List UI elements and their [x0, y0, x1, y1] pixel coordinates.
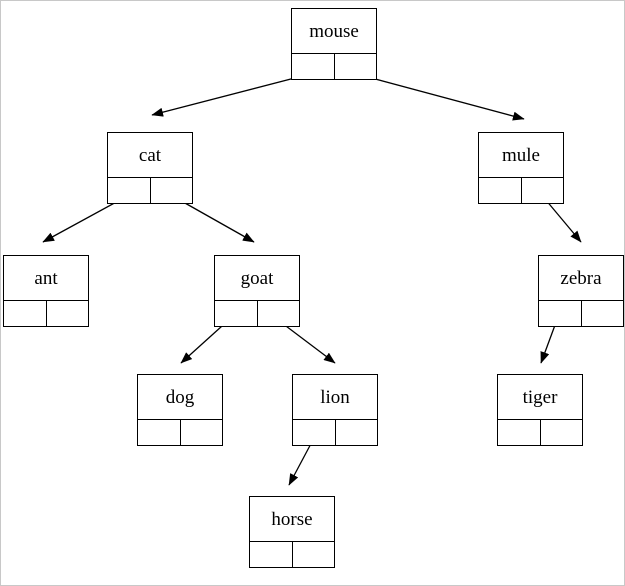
tree-node-label: goat	[215, 256, 299, 301]
tree-node-pointer-row	[250, 542, 334, 567]
tree-node-lion: lion	[292, 374, 378, 446]
right-pointer-cell-cat	[151, 178, 193, 203]
tree-node-horse: horse	[249, 496, 335, 568]
tree-node-pointer-row	[498, 420, 582, 445]
tree-node-pointer-row	[479, 178, 563, 203]
tree-node-pointer-row	[108, 178, 192, 203]
right-pointer-cell-tiger	[541, 420, 583, 445]
left-pointer-cell-cat	[108, 178, 151, 203]
tree-node-pointer-row	[292, 54, 376, 79]
tree-node-label: dog	[138, 375, 222, 420]
tree-node-tiger: tiger	[497, 374, 583, 446]
tree-node-label: horse	[250, 497, 334, 542]
left-pointer-cell-mouse	[292, 54, 335, 79]
tree-node-pointer-row	[293, 420, 377, 445]
right-pointer-cell-goat	[258, 301, 300, 326]
right-pointer-cell-horse	[293, 542, 335, 567]
tree-node-mouse: mouse	[291, 8, 377, 80]
tree-node-label: ant	[4, 256, 88, 301]
right-pointer-cell-mule	[522, 178, 564, 203]
left-pointer-cell-dog	[138, 420, 181, 445]
left-pointer-cell-tiger	[498, 420, 541, 445]
edge-mouse-right-to-mule	[352, 72, 525, 121]
right-pointer-cell-lion	[336, 420, 378, 445]
right-pointer-cell-ant	[47, 301, 89, 326]
right-pointer-cell-dog	[181, 420, 223, 445]
tree-node-pointer-row	[539, 301, 623, 326]
tree-node-pointer-row	[138, 420, 222, 445]
left-pointer-cell-mule	[479, 178, 522, 203]
tree-node-dog: dog	[137, 374, 223, 446]
left-pointer-cell-zebra	[539, 301, 582, 326]
tree-node-pointer-row	[215, 301, 299, 326]
left-pointer-cell-horse	[250, 542, 293, 567]
right-pointer-cell-mouse	[335, 54, 377, 79]
tree-node-label: mule	[479, 133, 563, 178]
tree-node-ant: ant	[3, 255, 89, 327]
left-pointer-cell-goat	[215, 301, 258, 326]
tree-node-label: zebra	[539, 256, 623, 301]
tree-node-goat: goat	[214, 255, 300, 327]
tree-node-label: mouse	[292, 9, 376, 54]
tree-node-label: tiger	[498, 375, 582, 420]
tree-node-pointer-row	[4, 301, 88, 326]
tree-node-zebra: zebra	[538, 255, 624, 327]
left-pointer-cell-lion	[293, 420, 336, 445]
tree-node-mule: mule	[478, 132, 564, 204]
tree-node-label: lion	[293, 375, 377, 420]
right-pointer-cell-zebra	[582, 301, 624, 326]
left-pointer-cell-ant	[4, 301, 47, 326]
edge-mouse-left-to-cat	[151, 72, 315, 117]
tree-node-cat: cat	[107, 132, 193, 204]
tree-node-label: cat	[108, 133, 192, 178]
